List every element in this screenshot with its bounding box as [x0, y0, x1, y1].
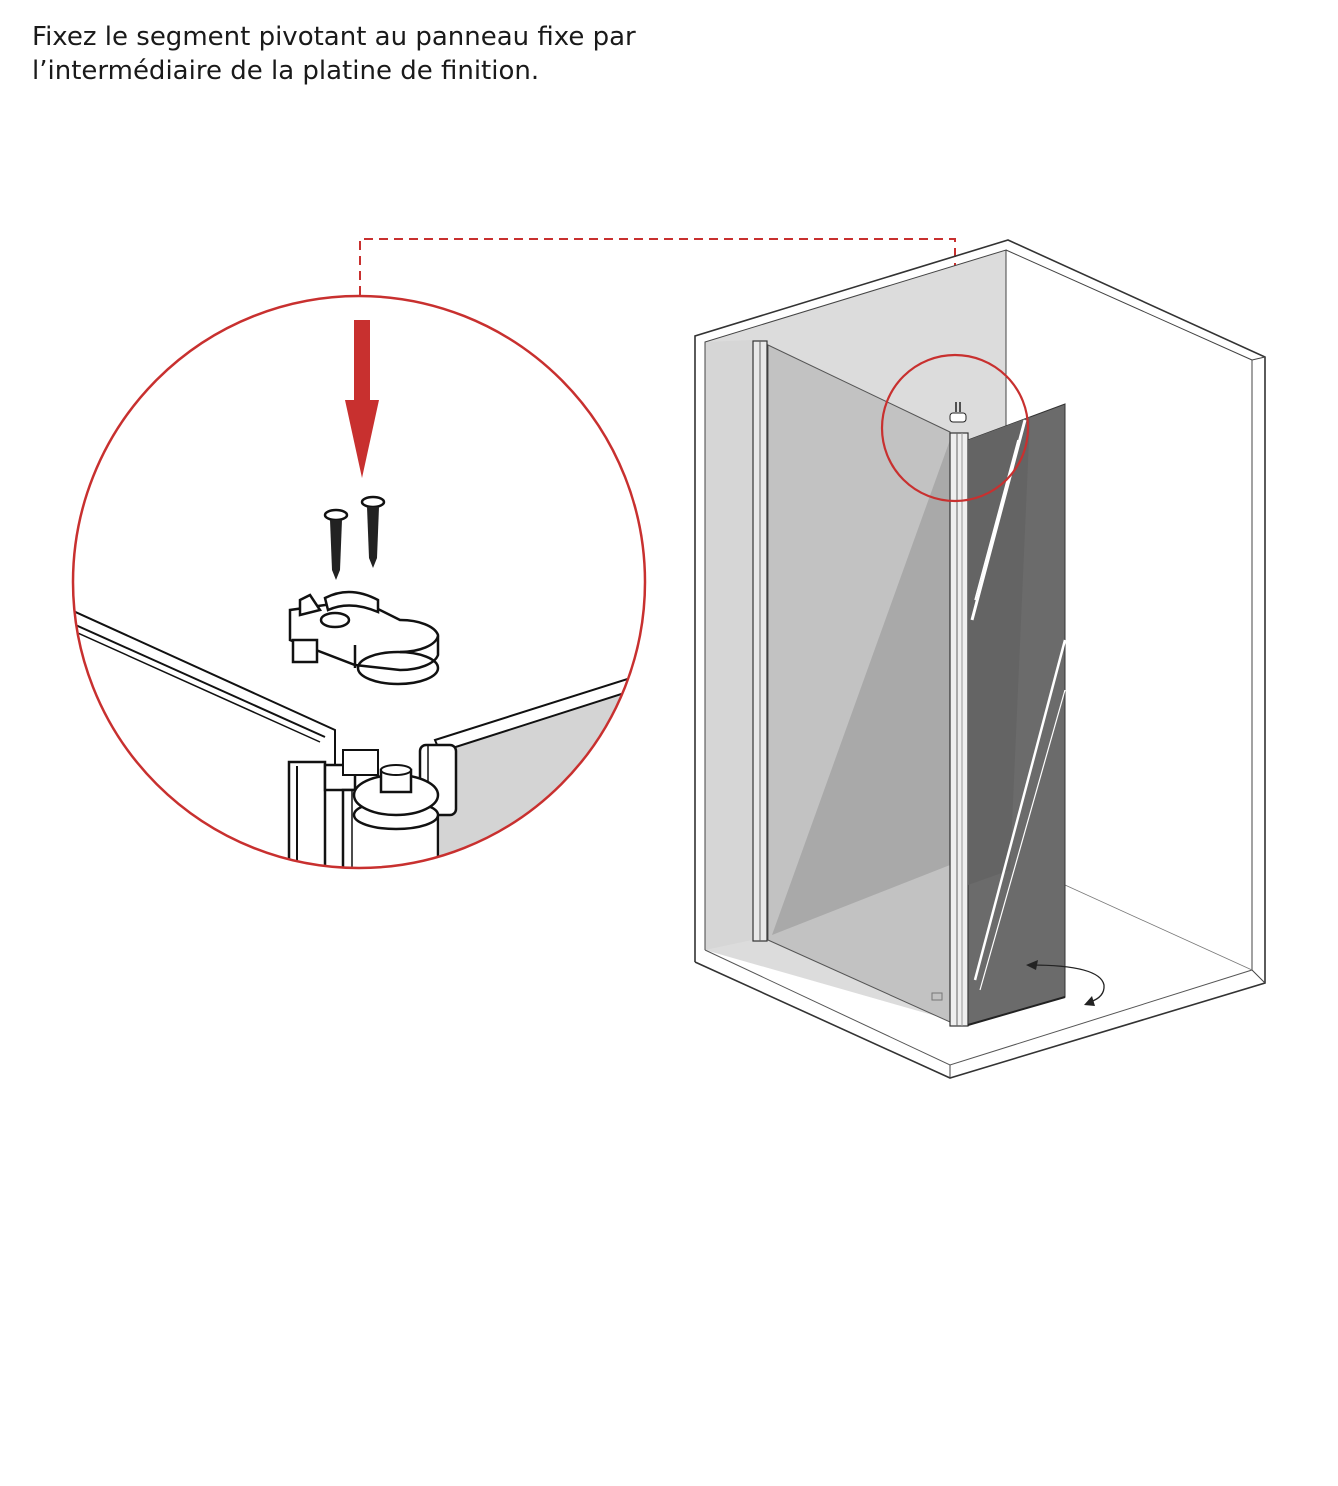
instruction-text: Fixez le segment pivotant au panneau fix…	[32, 20, 636, 88]
down-arrow-icon	[345, 320, 379, 478]
detail-marker-circle	[880, 353, 1030, 503]
screws	[323, 495, 386, 580]
shower-enclosure	[694, 239, 1266, 1079]
pivot-profile	[949, 432, 969, 1027]
rotation-arrow-icon	[1029, 964, 1105, 1003]
finishing-plate	[288, 590, 440, 686]
detail-circle	[71, 294, 647, 870]
instruction-line-1: Fixez le segment pivotant au panneau fix…	[32, 22, 636, 52]
left-wall-shade	[705, 340, 752, 950]
instruction-line-2: l’intermédiaire de la platine de finitio…	[32, 56, 540, 86]
